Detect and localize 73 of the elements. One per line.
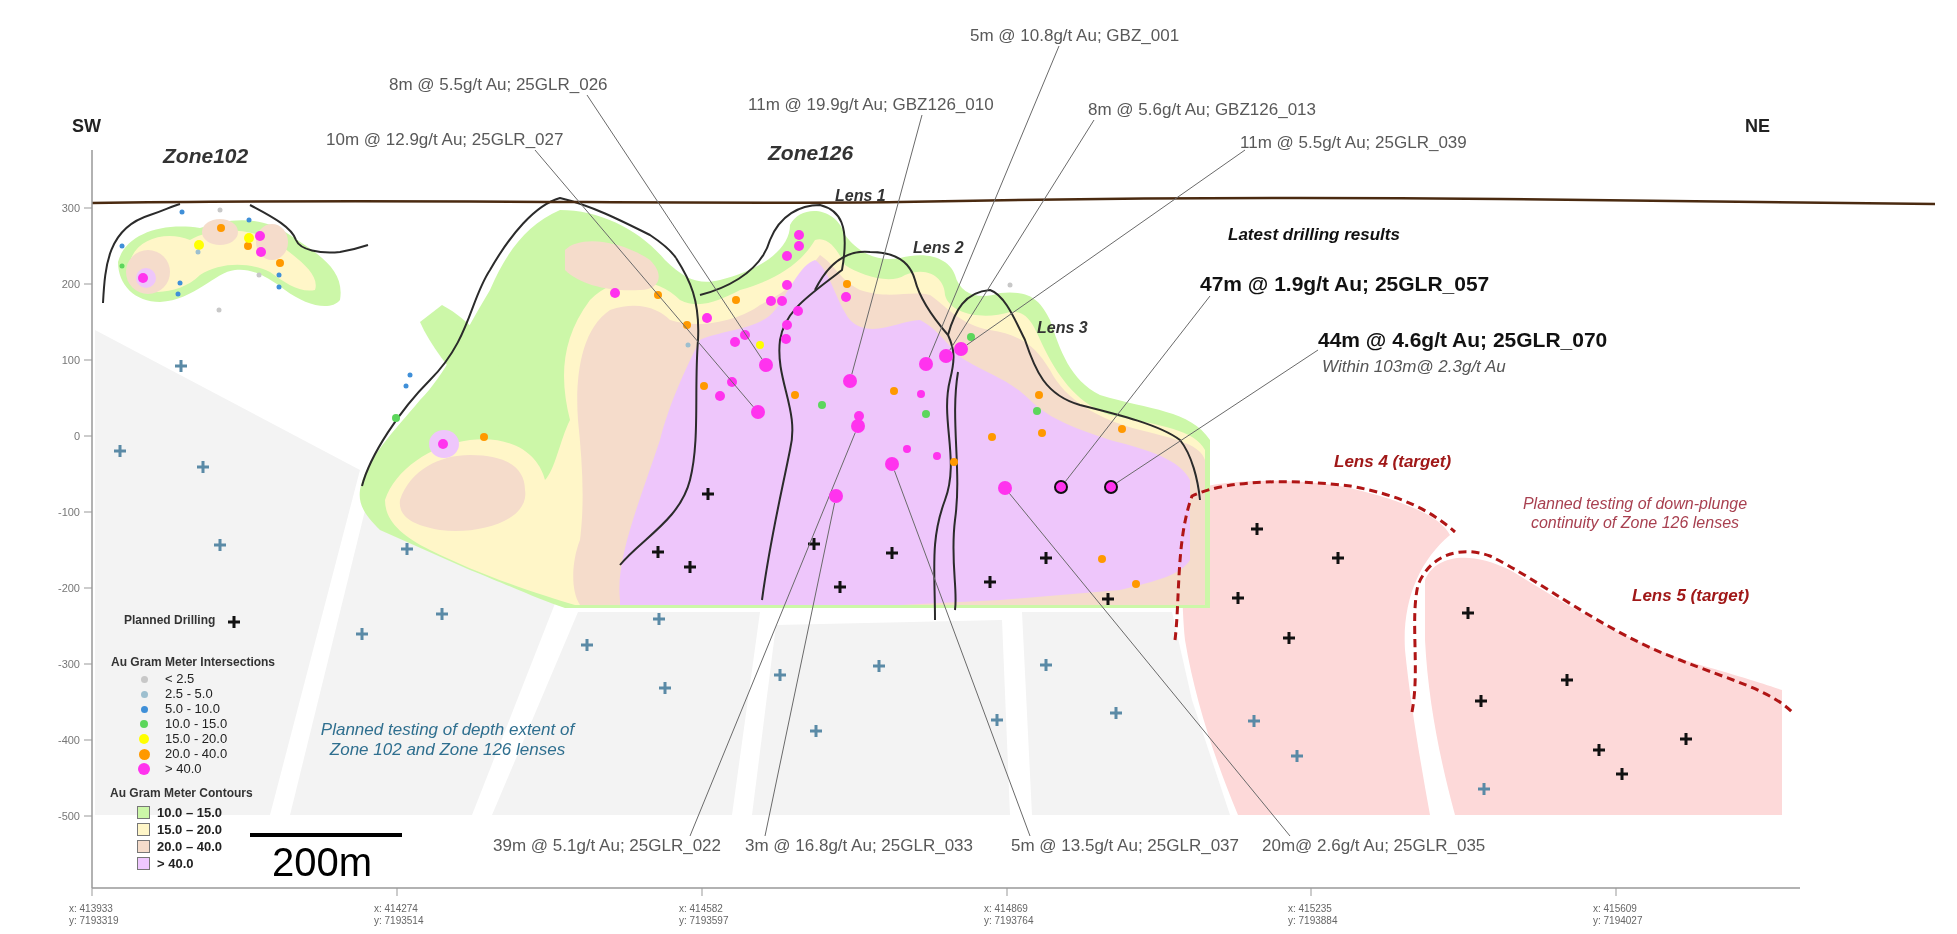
legend-label: 20.0 – 40.0 [157, 839, 223, 854]
lens-label: Lens 3 [1037, 318, 1088, 338]
leader-line [893, 470, 1031, 837]
result-label: 11m @ 19.9g/t Au; GBZ126_010 [748, 95, 994, 115]
result-label: 5m @ 10.8g/t Au; GBZ_001 [970, 26, 1180, 46]
axis-tick-label: 200 [60, 278, 80, 292]
legend-label: 2.5 - 5.0 [165, 686, 213, 701]
axis-tick-label: 0 [72, 430, 80, 444]
result-label: 11m @ 5.5g/t Au; 25GLR_039 [1240, 133, 1467, 153]
leader-line [1008, 492, 1291, 837]
result-label: 10m @ 12.9g/t Au; 25GLR_027 [326, 130, 564, 150]
leader-line [1064, 295, 1211, 482]
axis-tick-label: -400 [56, 734, 80, 748]
legend-heading: Au Gram Meter Intersections [111, 655, 276, 670]
leader-line [689, 432, 856, 837]
coordinate-label: y: 7193597 [679, 915, 729, 927]
legend-label: 10.0 – 15.0 [157, 805, 223, 820]
leader-line [966, 149, 1246, 346]
result-label: 47m @ 1.9g/t Au; 25GLR_057 [1200, 272, 1490, 296]
note-text: Planned testing of down-plunge continuity of Zone 126 lenses [1521, 494, 1749, 533]
leader-line [764, 502, 836, 837]
legend-label: < 2.5 [165, 671, 195, 686]
coordinate-label: y: 7193884 [1288, 915, 1338, 927]
scale-label: 200m [272, 839, 373, 886]
lens-label: Lens 1 [835, 186, 886, 206]
legend-label: > 40.0 [157, 856, 194, 871]
note-text: Planned testing of depth extent of Zone 102 and Zone 126 lenses [319, 720, 577, 761]
axis-tick-label: 300 [60, 202, 80, 216]
axis-tick-label: -100 [56, 506, 80, 520]
result-label: 8m @ 5.6g/t Au; GBZ126_013 [1088, 100, 1316, 120]
direction-label: SW [72, 116, 101, 138]
leader-line [928, 45, 1060, 359]
coordinate-label: x: 414582 [679, 903, 723, 915]
axis-tick-label: -200 [56, 582, 80, 596]
heading-text: Latest drilling results [1228, 225, 1400, 246]
legend-label: 10.0 - 15.0 [165, 716, 228, 731]
legend-label: > 40.0 [165, 761, 202, 776]
result-label: 20m@ 2.6g/t Au; 25GLR_035 [1262, 836, 1486, 856]
coordinate-label: x: 413933 [69, 903, 113, 915]
coordinate-label: x: 415609 [1593, 903, 1637, 915]
legend-label: 5.0 - 10.0 [165, 701, 220, 716]
coordinate-label: x: 414274 [374, 903, 418, 915]
zone-label: Zone126 [768, 140, 854, 166]
result-label: 5m @ 13.5g/t Au; 25GLR_037 [1011, 836, 1239, 856]
legend-heading: Au Gram Meter Contours [110, 786, 253, 801]
coordinate-label: y: 7193514 [374, 915, 424, 927]
result-label: 3m @ 16.8g/t Au; 25GLR_033 [745, 836, 973, 856]
note-text: Within 103m@ 2.3g/t Au [1322, 357, 1506, 377]
lens-label: Lens 4 (target) [1334, 452, 1452, 473]
leader-line [851, 114, 923, 375]
result-label: 8m @ 5.5g/t Au; 25GLR_026 [389, 75, 608, 95]
lens-label: Lens 2 [913, 238, 964, 258]
direction-label: NE [1745, 116, 1770, 138]
lens-label: Lens 5 (target) [1632, 586, 1750, 607]
coordinate-label: y: 7193764 [984, 915, 1034, 927]
axis-tick-label: -300 [56, 658, 80, 672]
result-label: 39m @ 5.1g/t Au; 25GLR_022 [493, 836, 721, 856]
coordinate-label: y: 7193319 [69, 915, 119, 927]
coordinate-label: x: 414869 [984, 903, 1028, 915]
coordinate-label: y: 7194027 [1593, 915, 1643, 927]
legend-label: 20.0 - 40.0 [165, 746, 228, 761]
legend-label: Planned Drilling [124, 613, 216, 627]
leader-line [534, 149, 754, 408]
axis-tick-label: -500 [56, 810, 80, 824]
result-label: 44m @ 4.6g/t Au; 25GLR_070 [1318, 328, 1608, 352]
leader-line [1116, 349, 1319, 484]
legend-label: 15.0 - 20.0 [165, 731, 228, 746]
leader-line [586, 94, 763, 360]
legend-label: 15.0 – 20.0 [157, 822, 223, 837]
leader-line [949, 119, 1095, 351]
zone-label: Zone102 [163, 143, 249, 169]
axis-tick-label: 100 [60, 354, 80, 368]
coordinate-label: x: 415235 [1288, 903, 1332, 915]
